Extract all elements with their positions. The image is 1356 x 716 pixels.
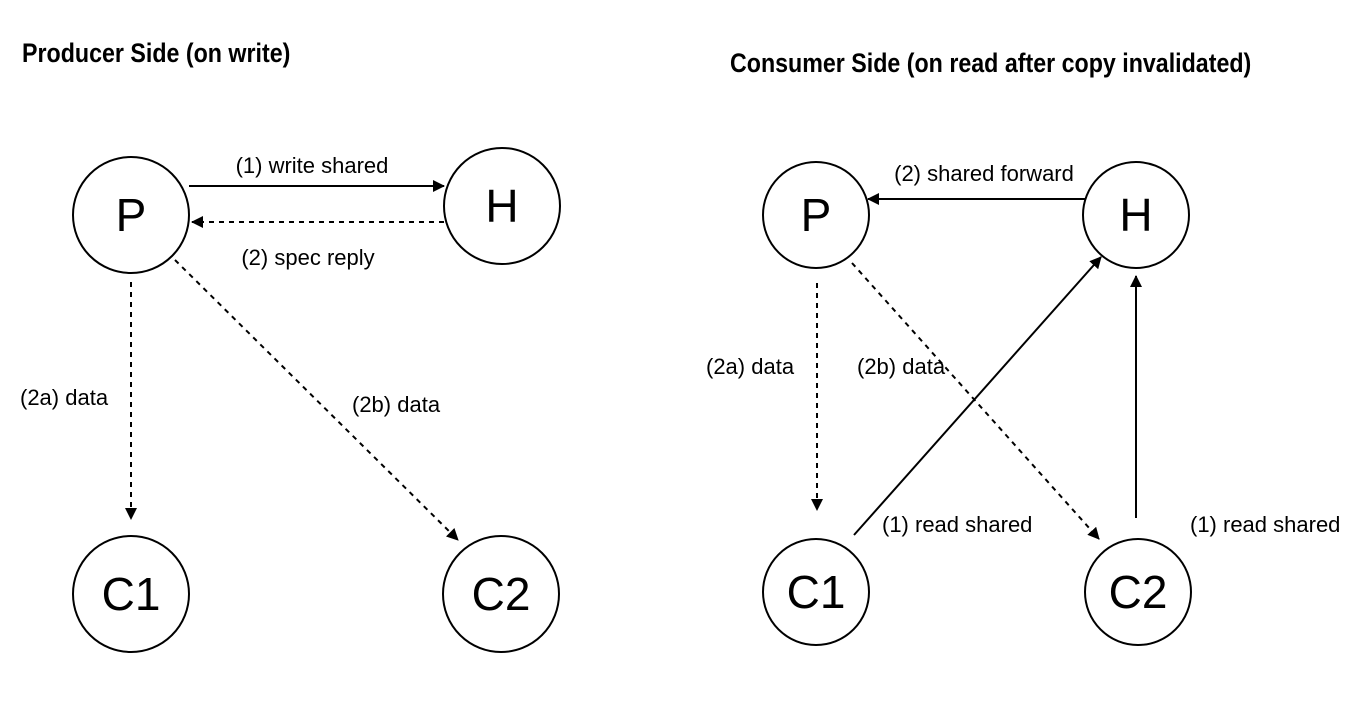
producer-node-c1-label: C1 <box>102 568 161 620</box>
consumer-node-c2: C2 <box>1084 538 1192 646</box>
producer-node-h-label: H <box>485 180 518 232</box>
producer-node-c2-label: C2 <box>472 568 531 620</box>
consumer-diagram-title: Consumer Side (on read after copy invali… <box>730 48 1252 78</box>
consumer-label-shared-forward: (2) shared forward <box>894 161 1074 186</box>
consumer-label-2b-data: (2b) data <box>857 354 946 379</box>
producer-node-p-label: P <box>116 189 147 241</box>
producer-node-c2: C2 <box>442 535 560 653</box>
consumer-edge-2b-data <box>851 262 1100 540</box>
producer-edge-2b-data <box>174 259 459 541</box>
consumer-diagram: P H C1 C2 (2) shared forward (2a) data (… <box>706 161 1340 646</box>
producer-node-c1: C1 <box>72 535 190 653</box>
consumer-label-read-shared-c2: (1) read shared <box>1190 512 1340 537</box>
consumer-node-c1: C1 <box>762 538 870 646</box>
producer-label-spec-reply: (2) spec reply <box>241 245 374 270</box>
consumer-node-p: P <box>762 161 870 269</box>
consumer-label-read-shared-c1: (1) read shared <box>882 512 1032 537</box>
consumer-edge-read-shared-c1 <box>853 256 1102 536</box>
consumer-node-c1-label: C1 <box>787 566 846 618</box>
consumer-node-h: H <box>1082 161 1190 269</box>
consumer-node-c2-label: C2 <box>1109 566 1168 618</box>
consumer-node-h-label: H <box>1119 189 1152 241</box>
producer-diagram: P H C1 C2 (1) write shared (2) spec repl… <box>20 147 561 653</box>
producer-label-2b-data: (2b) data <box>352 392 441 417</box>
producer-label-2a-data: (2a) data <box>20 385 109 410</box>
consumer-node-p-label: P <box>801 189 832 241</box>
producer-node-h: H <box>443 147 561 265</box>
producer-label-write-shared: (1) write shared <box>236 153 389 178</box>
producer-diagram-title: Producer Side (on write) <box>22 38 291 68</box>
consumer-label-2a-data: (2a) data <box>706 354 795 379</box>
producer-node-p: P <box>72 156 190 274</box>
